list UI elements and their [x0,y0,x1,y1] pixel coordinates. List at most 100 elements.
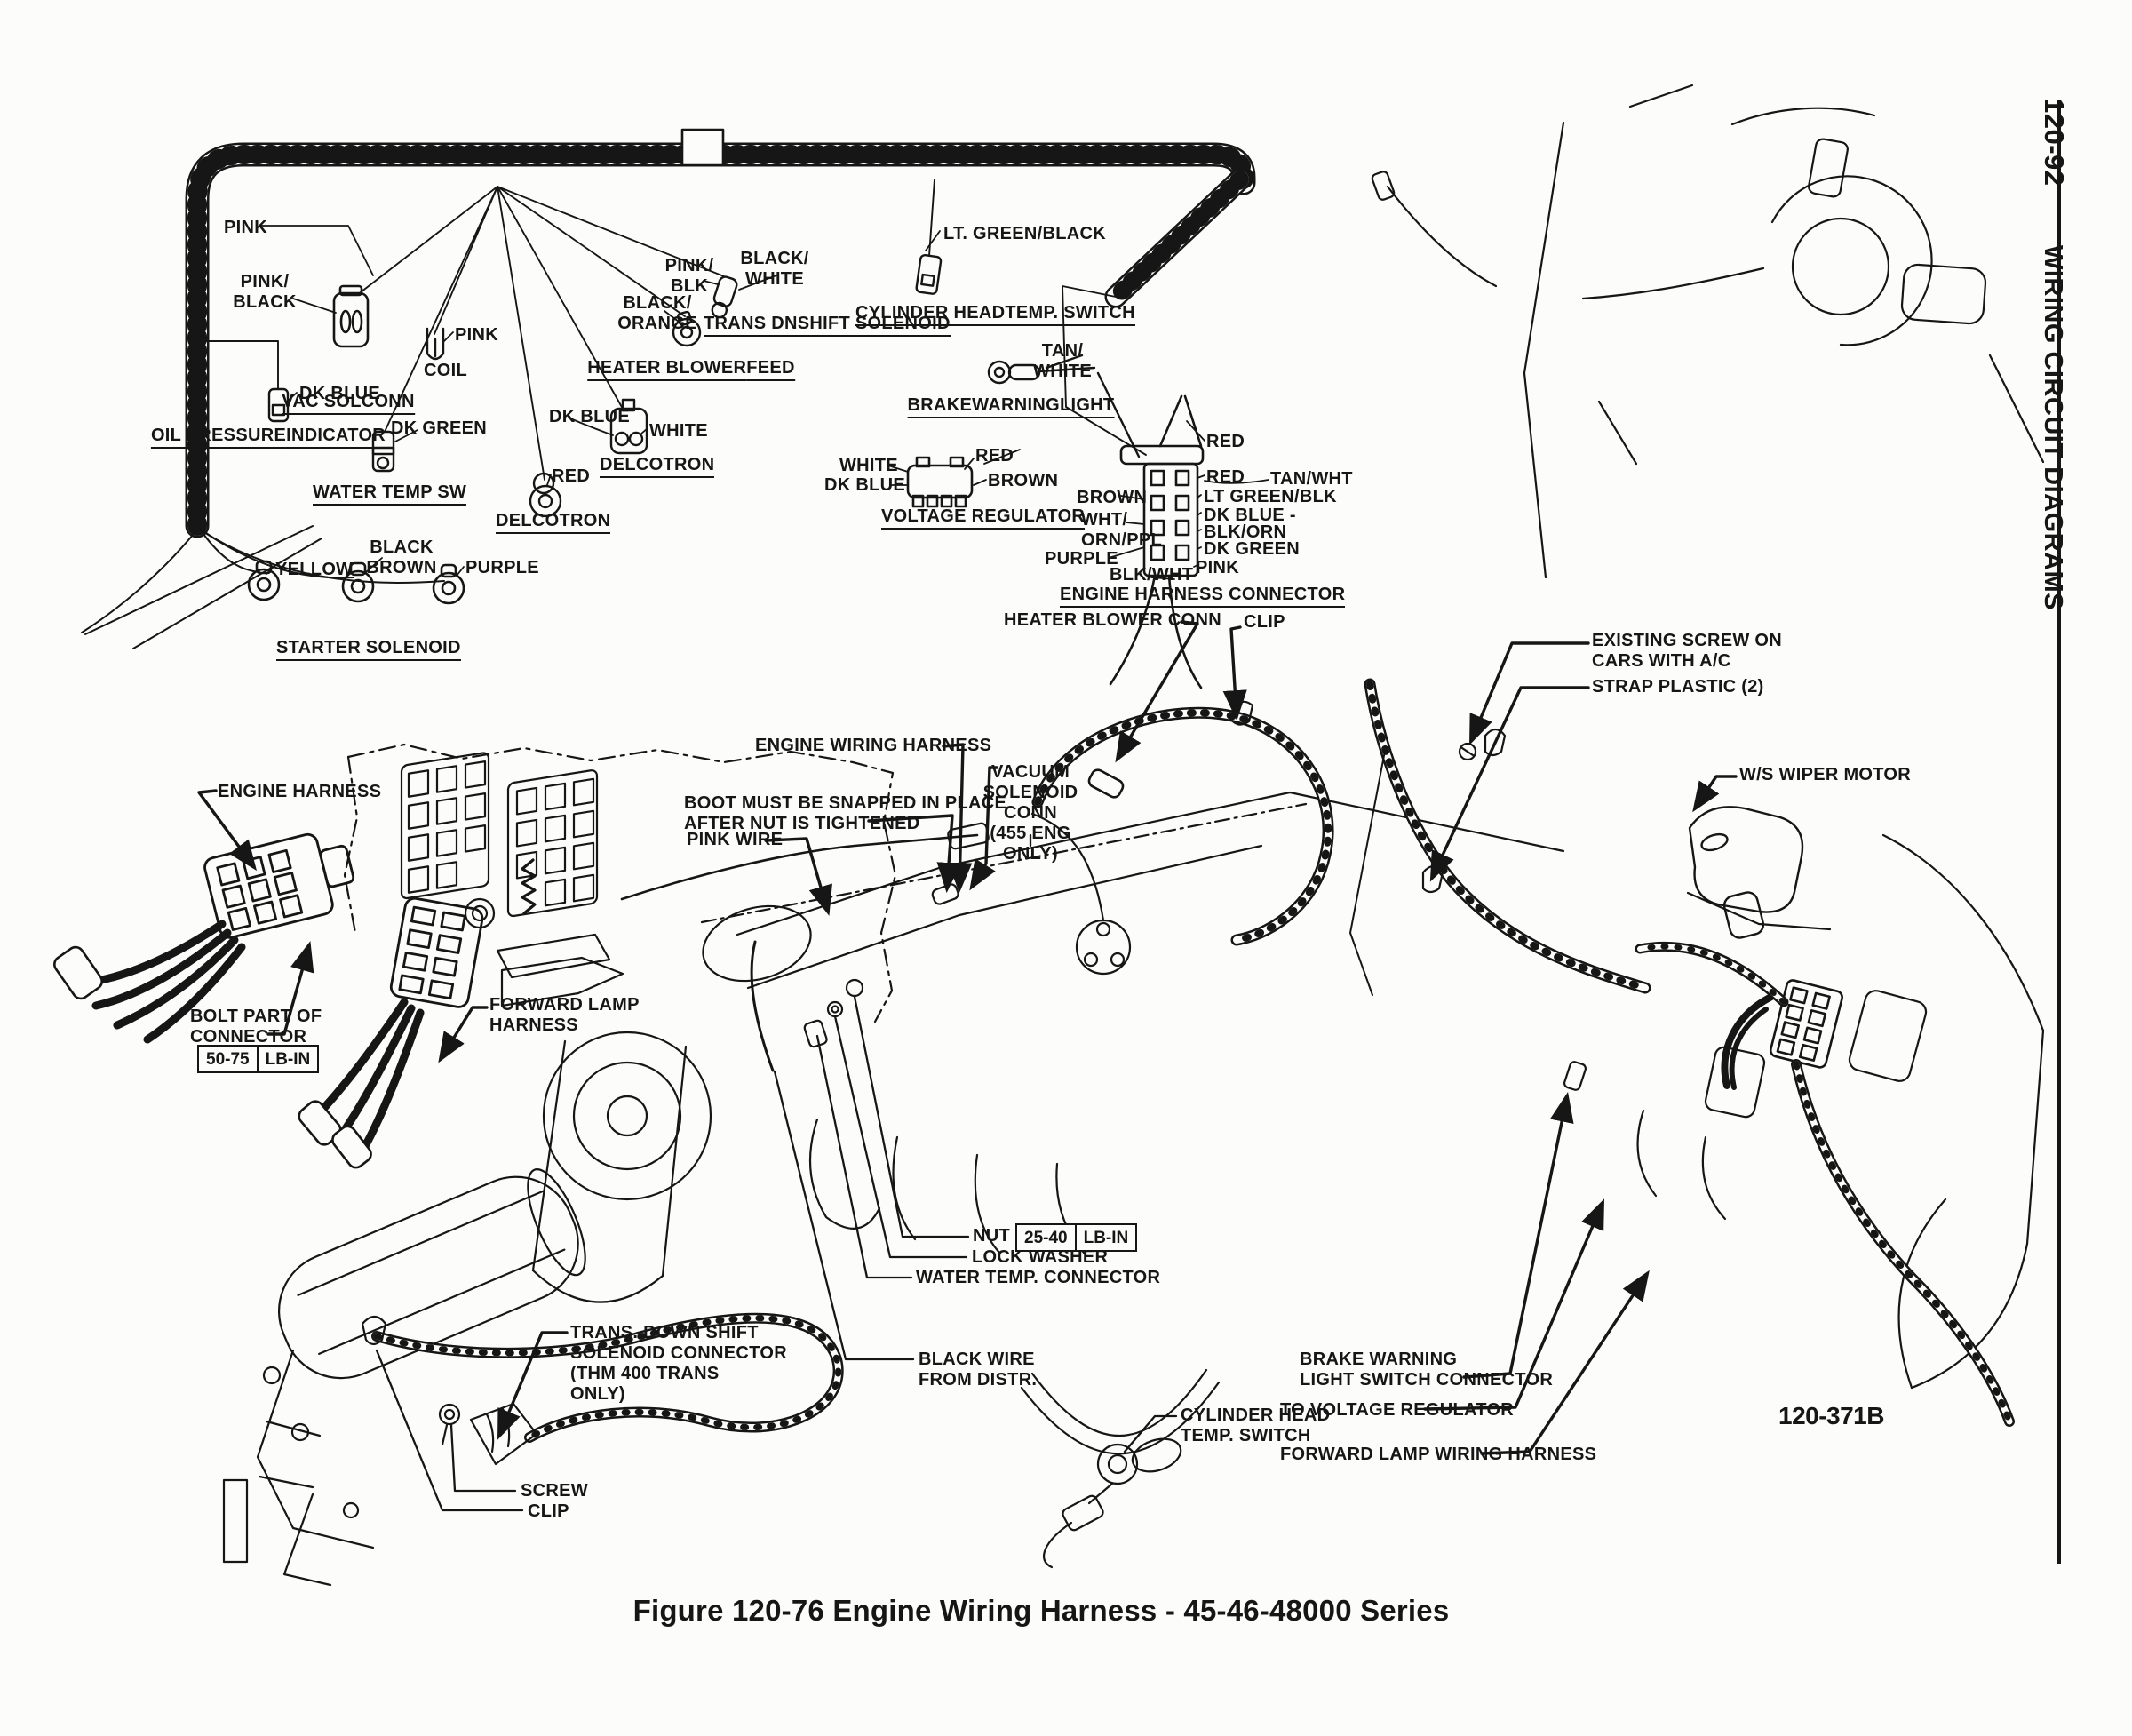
delcotron-ring [530,474,561,516]
label-oil-pressure-indicator: OIL PRESSUREINDICATOR [150,425,386,449]
label-lt-green-blk-conn: LT GREEN/BLK [1204,487,1337,506]
label-wht-orn-ppl: WHT/ORN/PPL [1081,510,1162,550]
header-divider-rule [2057,100,2061,1564]
label-delcotron-right: DELCOTRON [600,455,715,478]
tube-block [682,130,723,165]
label-forward-lamp-wiring-harness: FORWARD LAMP WIRING HARNESS [1280,1445,1597,1464]
label-blk-wht-conn: BLK/WHT [1110,565,1194,585]
label-starter-solenoid: STARTER SOLENOID [276,638,461,661]
label-pink-coil: PINK [455,325,498,345]
label-voltage-regulator: VOLTAGE REGULATOR [881,506,1086,530]
label-pink-blk: PINK/BLK [664,256,714,296]
torque-value: LB-IN [256,1047,318,1071]
label-red-conn-top: RED [1206,432,1245,451]
label-purple-starter: PURPLE [465,558,539,577]
label-trans-dn-shift: TRANS DNSHIFT SOLENOID [704,313,951,337]
firewall-sketch [1371,85,2043,577]
heater-blower-loop [1038,702,1328,940]
starter-solenoid-wires [82,526,444,649]
label-white-delcotron: WHITE [649,421,708,441]
leader-arrows [199,622,1736,1453]
label-blk-orn-conn: BLK/ORN [1204,522,1287,542]
label-engine-harness-connector: ENGINE HARNESS CONNECTOR [1060,585,1346,608]
label-brown-vr: BROWN [988,471,1059,490]
label-black-orange: BLACK/ORANGE [617,293,697,333]
oil-pressure-connector [269,389,288,421]
vac-sol-connector [334,286,368,346]
transmission-sketch [224,1158,839,1585]
label-lt-green-black: LT. GREEN/BLACK [943,224,1107,243]
label-clip-bottom: CLIP [528,1501,569,1521]
label-dk-green-conn: DK GREEN [1204,539,1300,559]
label-pink-conn: PINK [1196,558,1239,577]
label-brown-conn: BROWN [1077,488,1148,507]
label-red-delcotron: RED [552,466,591,486]
pin-leaders [259,226,1269,579]
label-nut: NUT [973,1226,1011,1246]
label-coil: COIL [424,361,467,380]
label-red-vr: RED [975,446,1014,466]
label-purple-conn: PURPLE [1045,549,1118,569]
torque-value: LB-IN [1074,1225,1136,1250]
torque-box-nut-torque: 25-40 LB-IN [1015,1223,1138,1252]
figure-id: 120-371B [1778,1402,1884,1429]
starter-solenoid-rings [249,561,464,603]
label-delcotron-bottom: DELCOTRON [496,511,611,534]
voltage-regulator-glyph [908,458,972,506]
label-heater-blower-conn: HEATER BLOWER CONN [1004,610,1222,630]
label-vac-sol-conn: VAC SOLCONN [282,391,415,415]
page-header: 120-92 WIRING CIRCUIT DIAGRAMS [2038,98,2070,610]
label-dk-blue-oil: DK BLUE [299,384,380,403]
torque-value: 25-40 [1024,1229,1068,1247]
harness-tube-main [197,130,1244,526]
label-pink-black: PINK/BLACK [233,272,297,312]
label-white-vr: WHITE [839,456,898,475]
label-strap-plastic: STRAP PLASTIC (2) [1592,677,1764,697]
label-cylinder-head-temp-top: CYLINDER HEADTEMP. SWITCH [855,302,1135,326]
tan-white-eyelet [989,355,1139,457]
leader-lines [377,835,1176,1510]
cyl-head-temp-connector-top [916,255,942,295]
label-ws-wiper-motor: W/S WIPER MOTOR [1739,765,1912,784]
forward-lamp-connector [296,897,484,1171]
label-dk-blue-delcotron: DK BLUE [549,407,630,426]
fanout-wires [206,179,1146,480]
label-yellow: YELLOW [275,560,354,579]
label-dk-blue-vr: DK BLUE [824,475,905,495]
engine-harness-connector-glyph [1110,396,1203,688]
label-engine-harness: ENGINE HARNESS [218,782,382,801]
label-water-temp-sw: WATER TEMP SW [313,482,467,506]
label-tan-wht-conn: TAN/WHT [1270,469,1353,489]
label-dk-blue-conn: DK BLUE - [1204,506,1296,525]
fuse-panel [345,745,895,1022]
firewall-connector [1640,946,2009,1421]
cyl-head-temp-sketch [1022,1370,1219,1567]
label-heater-blower-feed: HEATER BLOWERFEED [587,357,795,381]
trans-dn-connector [709,275,738,320]
label-tan-white: TAN/WHITE [1033,341,1092,381]
wiper-motor [1690,807,1802,940]
label-red-conn: RED [1206,467,1245,487]
black-orange-connector [673,311,700,346]
page-number: 120-92 [2039,98,2070,187]
strap-harness [1350,684,1645,995]
label-clip-top: CLIP [1244,612,1285,632]
label-dk-green: DK GREEN [391,418,487,438]
figure-caption: Figure 120-76 Engine Wiring Harness - 45… [632,1594,1450,1627]
label-pink-top: PINK [224,218,267,237]
section-title: WIRING CIRCUIT DIAGRAMS [2039,244,2067,611]
label-to-voltage-regulator: TO VOLTAGE REGULATOR [1280,1400,1515,1420]
engine-sketch [533,792,2043,1388]
